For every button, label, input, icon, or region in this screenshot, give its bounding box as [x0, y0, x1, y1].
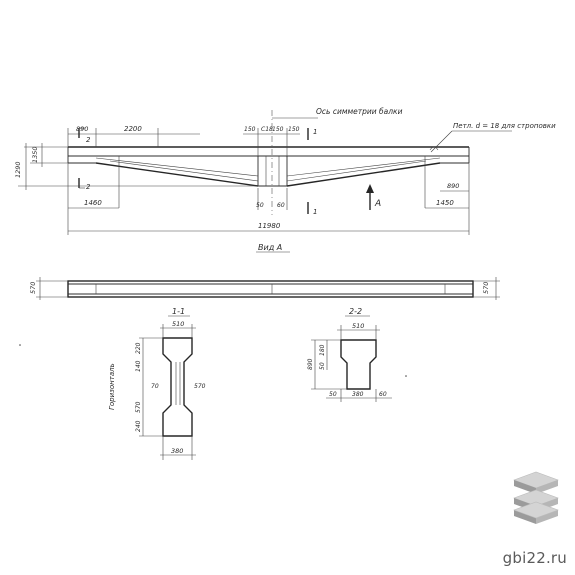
s2-dim-top: 510 — [352, 322, 364, 330]
axis-note-text: Ось симметрии балки — [316, 107, 403, 116]
rebar-loop-note: Петл. d = 18 для строповки — [430, 122, 556, 153]
s1-dim-220: 220 — [135, 342, 142, 354]
s2-dim-50: 50 — [319, 362, 326, 370]
section-mark-1-bottom: 1 — [313, 208, 317, 216]
dim-890: 890 — [76, 125, 88, 133]
dim-150-right: 150 — [288, 126, 300, 133]
dim-1350: 1350 — [31, 146, 39, 163]
dim-2200: 2200 — [124, 125, 142, 133]
dim-570-left: 570 — [29, 282, 37, 294]
dim-1460: 1460 — [84, 199, 102, 207]
section-mark-1-top: 1 — [313, 128, 317, 136]
stray-dot-left — [19, 344, 21, 346]
s2-dim-180: 180 — [319, 344, 326, 356]
s2-dim-890: 890 — [307, 358, 314, 370]
s2-dim-60: 60 — [379, 391, 387, 398]
section-mark-2: 2 2 — [78, 127, 91, 191]
s1-dim-240: 240 — [135, 420, 142, 432]
section-mark-2-top: 2 — [86, 136, 91, 144]
beam-elevation — [67, 110, 470, 215]
site-logo-icon — [513, 471, 559, 524]
s2-dim-w50: 50 — [329, 391, 337, 398]
s1-dim-70: 70 — [151, 383, 159, 390]
s1-dim-bottom: 380 — [171, 447, 183, 455]
dim-50: 50 — [256, 202, 264, 209]
watermark-text: gbi22.ru — [502, 549, 567, 567]
s1-dim-140: 140 — [135, 360, 142, 372]
s1-side-label: Горизонталь — [108, 363, 116, 410]
s1-dim-570: 570 — [135, 401, 142, 413]
left-height-dimensions: 1290 1350 — [14, 143, 258, 190]
top-dimension-chain: 890 2200 150 C18 150 150 — [67, 125, 300, 156]
view-a-arrow: А — [366, 184, 381, 210]
section-1-title: 1-1 — [172, 307, 185, 316]
view-a-text: Вид А — [258, 243, 282, 252]
dim-150-mid: 150 — [272, 126, 284, 133]
dim-c18: C18 — [261, 126, 273, 133]
dim-1450: 1450 — [436, 199, 454, 207]
view-a-label: Вид А — [256, 243, 290, 253]
s2-dim-380: 380 — [352, 391, 364, 398]
dim-60: 60 — [277, 202, 285, 209]
arrow-label: А — [374, 199, 381, 209]
s1-dim-top: 510 — [172, 320, 184, 328]
beam-plan-view: 570 570 — [29, 277, 500, 300]
section-mark-1: 1 1 — [307, 128, 317, 216]
section-1-1: 1-1 510 220 140 570 240 Горизонталь 70 5… — [108, 307, 206, 460]
section-2-title: 2-2 — [349, 307, 362, 316]
stray-dot-right — [405, 375, 407, 377]
s1-dim-570w: 570 — [194, 383, 206, 390]
dim-150-left: 150 — [244, 126, 256, 133]
symmetry-axis-note: Ось симметрии балки — [272, 107, 403, 119]
section-mark-2-bottom: 2 — [86, 183, 91, 191]
dim-890-right: 890 — [447, 182, 459, 190]
dim-570-right: 570 — [482, 282, 490, 294]
rebar-note-text: Петл. d = 18 для строповки — [453, 122, 556, 130]
dim-11980: 11980 — [258, 222, 281, 230]
bottom-dimensions: 1460 1450 890 50 60 11980 — [67, 163, 470, 235]
dim-1290: 1290 — [14, 161, 22, 178]
section-2-2: 2-2 510 890 180 50 50 380 60 — [307, 307, 392, 402]
